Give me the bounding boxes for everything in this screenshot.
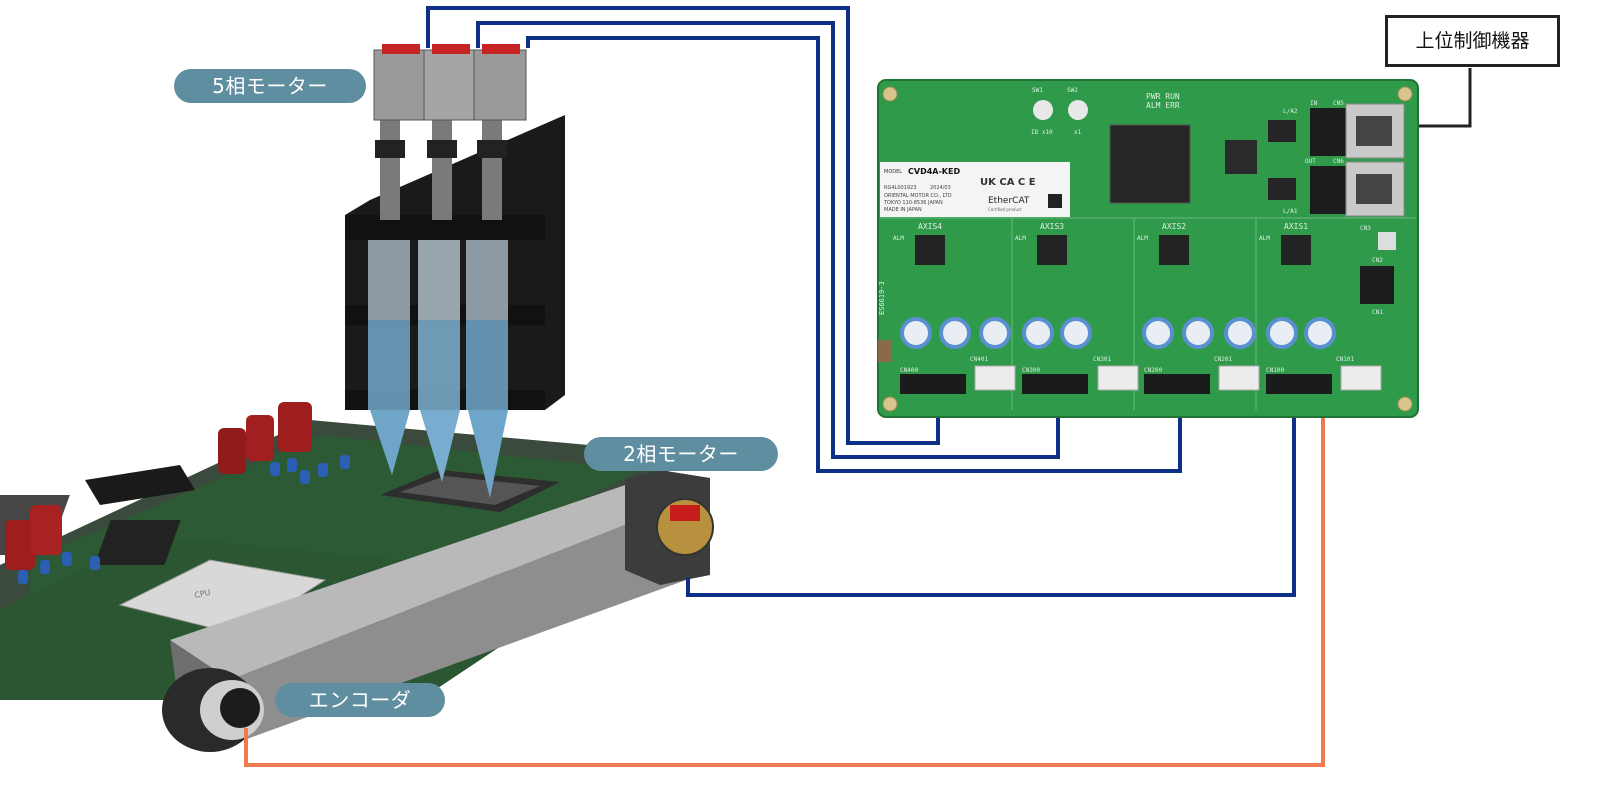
cn100-connector[interactable] — [1266, 374, 1332, 394]
cert-marks: UK CA C E — [980, 177, 1036, 188]
encoder-body — [220, 688, 260, 728]
encoder-cable — [244, 385, 1325, 767]
encoder-label: エンコーダ — [275, 683, 445, 717]
ethercat-logo: EtherCAT — [988, 196, 1030, 206]
five-phase-motor-label: 5相モーター — [174, 69, 366, 103]
cn200-connector[interactable] — [1144, 374, 1210, 394]
host-controller-box: 上位制御機器 — [1385, 15, 1560, 67]
origin: MADE IN JAPAN — [884, 207, 922, 213]
cn301-label: CN301 — [1093, 356, 1111, 363]
status-leds-bottom: ALM ERR — [1146, 101, 1180, 110]
cn300-label: CN300 — [1022, 367, 1040, 374]
cn2-label: CN2 — [1372, 257, 1383, 264]
svg-text:CPU: CPU — [194, 588, 212, 600]
sw1-label: SW1 — [1032, 87, 1043, 94]
axis2-label: AXIS2 — [1162, 222, 1186, 231]
two-phase-motor-label: 2相モーター — [584, 437, 778, 471]
cn3-label: CN3 — [1360, 225, 1371, 232]
mcu-chip — [1109, 124, 1191, 204]
machine-assembly: CPU — [0, 402, 714, 752]
port-in-label: IN — [1310, 100, 1318, 107]
cn200-label: CN200 — [1144, 367, 1162, 374]
qr-code-icon — [1048, 194, 1062, 208]
board-edge-code: ES6619-3 — [878, 281, 886, 315]
cpu-chip — [118, 559, 327, 636]
sw1-sub: ID x10 — [1031, 129, 1053, 136]
la1-label: L/A1 — [1283, 208, 1298, 215]
axis4-alm: ALM — [893, 235, 904, 242]
date-code: 2024/03 — [930, 185, 951, 191]
axis1-label: AXIS1 — [1284, 222, 1308, 231]
cn5-label: CN5 — [1333, 100, 1344, 107]
model-label: MODEL — [884, 169, 902, 175]
power-connector[interactable] — [1360, 266, 1394, 304]
id-switch-x1[interactable] — [1068, 100, 1088, 120]
host-link-line — [1402, 68, 1472, 128]
capacitor-row — [900, 317, 1336, 349]
maker-name: ORIENTAL MOTOR CO., LTD — [884, 193, 952, 199]
motor-cables — [426, 6, 1296, 597]
cn301-connector[interactable] — [1097, 365, 1139, 391]
cn400-connector[interactable] — [900, 374, 966, 394]
cn201-connector[interactable] — [1218, 365, 1260, 391]
la2-label: L/A2 — [1283, 108, 1298, 115]
axis3-label: AXIS3 — [1040, 222, 1064, 231]
cn100-label: CN100 — [1266, 367, 1284, 374]
axis1-alm: ALM — [1259, 235, 1270, 242]
axis4-label: AXIS4 — [918, 222, 942, 231]
usb-port[interactable] — [1378, 232, 1396, 250]
cn101-label: CN101 — [1336, 356, 1354, 363]
ethercat-sub: Certified product — [988, 207, 1022, 212]
cn400-label: CN400 — [900, 367, 918, 374]
id-switch-x10[interactable] — [1033, 100, 1053, 120]
cn1-label: CN1 — [1372, 309, 1383, 316]
lot-number: RG4L001923 — [884, 185, 916, 191]
cn201-label: CN201 — [1214, 356, 1232, 363]
cn101-connector[interactable] — [1340, 365, 1382, 391]
sw2-sub: x1 — [1074, 129, 1082, 136]
five-phase-motor-stack — [345, 44, 565, 498]
cn401-label: CN401 — [970, 356, 988, 363]
cn401-connector[interactable] — [974, 365, 1016, 391]
maker-address: TOKYO 110-8536 JAPAN — [883, 200, 943, 206]
status-leds-top: PWR RUN — [1146, 92, 1180, 101]
model-sticker — [880, 162, 1070, 217]
cn6-label: CN6 — [1333, 158, 1344, 165]
sw2-label: SW2 — [1067, 87, 1078, 94]
cn300-connector[interactable] — [1022, 374, 1088, 394]
driver-board: MODEL CVD4A-KED RG4L001923 2024/03 ORIEN… — [877, 79, 1419, 418]
port-out-label: OUT — [1305, 158, 1316, 165]
model-number: CVD4A-KED — [908, 167, 960, 176]
axis3-alm: ALM — [1015, 235, 1026, 242]
axis-sections: AXIS4 ALM AXIS3 ALM AXIS2 ALM AXIS1 ALM — [893, 222, 1311, 265]
axis2-alm: ALM — [1137, 235, 1148, 242]
